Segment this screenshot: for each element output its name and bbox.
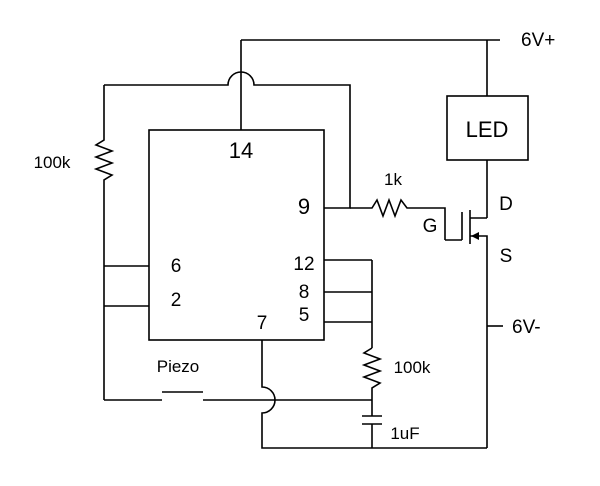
pin-6-label: 6 [171,256,182,277]
piezo-label: Piezo [157,357,200,376]
resistor-left-label: 100k [34,153,71,172]
pin-2-label: 2 [171,290,182,311]
pin-8-label: 8 [299,282,310,303]
pin-5-label: 5 [299,305,310,326]
capacitor-label: 1uF [390,424,419,443]
wire-pins-12-8-5 [324,259,373,348]
mosfet-arrow [471,232,479,240]
mosfet-source-label: S [500,246,513,267]
mosfet-gate-label: G [423,216,438,237]
ic-chip [148,129,325,341]
led-label: LED [466,117,509,142]
pin-14-label: 14 [229,138,253,163]
pin-9-label: 9 [298,194,310,219]
resistor-left [93,85,115,400]
mosfet-source-lead [470,235,488,448]
pin-7-label: 7 [257,313,268,334]
supply-positive-label: 6V+ [521,30,555,51]
mosfet-gate-plate [445,212,463,241]
wire-positive-rail [241,39,500,96]
pin-12-label: 12 [293,254,314,275]
resistor-timing-label: 100k [394,358,431,377]
capacitor-plates [362,415,382,425]
resistor-timing [361,347,383,416]
supply-negative-label: 6V- [512,317,541,338]
wire-pin7-ground [261,340,487,449]
resistor-gate [350,197,446,240]
resistor-gate-label: 1k [384,170,402,189]
wire-upper-loop [104,71,351,209]
mosfet-drain-label: D [499,194,513,215]
